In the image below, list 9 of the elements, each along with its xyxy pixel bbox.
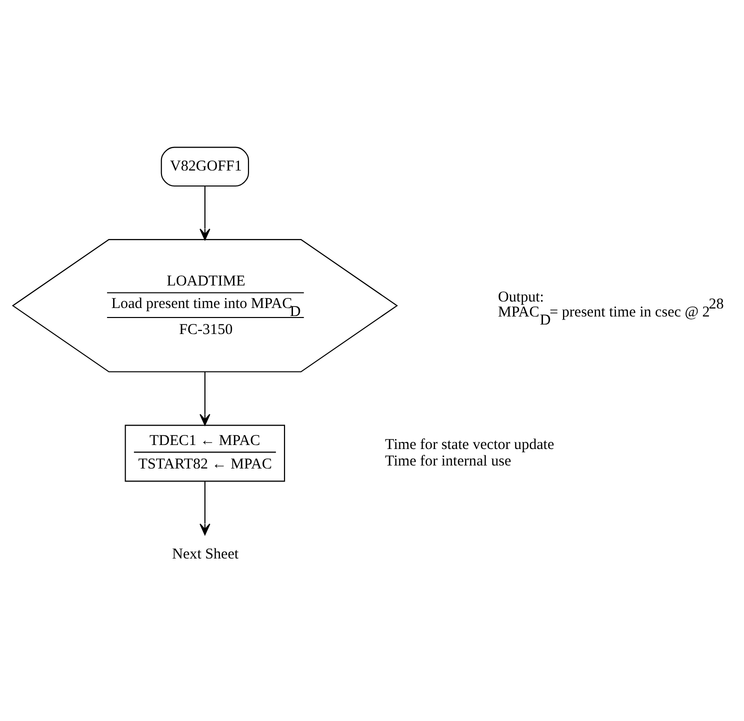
node-label: Output: — [498, 290, 544, 306]
node-box: V82GOFF1 — [160, 146, 250, 187]
arrow — [200, 481, 210, 536]
node-text: Next Sheet — [172, 546, 239, 562]
arrow — [200, 186, 210, 240]
arrow — [200, 372, 210, 426]
node-label: Time for state vector update — [385, 437, 554, 454]
node-label: Time for internal use — [385, 453, 512, 470]
node-box: TDEC1 ← MPAC TSTART82 ← MPAC — [124, 424, 286, 482]
